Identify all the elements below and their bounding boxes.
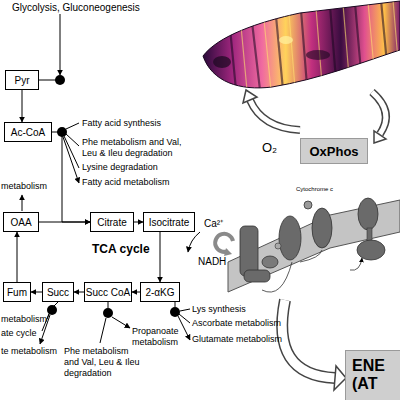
pathway-label: Phe metabolism and Val, Leu & Ileu degra…	[82, 137, 194, 159]
branch-dot	[55, 75, 65, 85]
flow-arrowhead	[374, 131, 386, 143]
flow-arrow-body	[282, 300, 335, 378]
pathway-connector	[132, 292, 140, 293]
node-text: OxPhos	[309, 144, 358, 159]
complex-iv	[312, 208, 332, 248]
pathway-connector	[22, 90, 23, 122]
pathway-connector	[134, 222, 143, 223]
metabolite-box: Ac-CoA	[4, 122, 52, 142]
complex-i	[240, 226, 258, 276]
node-text: 2-αKG	[145, 287, 174, 298]
dark-striation	[230, 0, 387, 90]
bright-spot	[279, 36, 293, 44]
metabolite-box: 2-αKG	[140, 282, 180, 302]
pathway-connector	[74, 292, 84, 293]
pathway-label: ate cycle	[1, 328, 37, 339]
cofactor-label: NADH	[198, 256, 226, 268]
pathway-label: Lys synthesis	[192, 304, 246, 315]
branch-dot	[103, 308, 113, 318]
cytochrome-c	[304, 201, 312, 209]
pathway-label: Phe metabolism and Val, Leu & Ileu degra…	[64, 346, 146, 378]
metabolite-box: Succ CoA	[84, 282, 132, 302]
dark-spot	[306, 50, 330, 60]
leader-arrow	[100, 317, 130, 343]
complex-iii	[279, 216, 301, 260]
atp-synthase-fo	[358, 198, 378, 230]
protein-label: Cytochrome c	[296, 186, 333, 193]
flow-arrow-body	[372, 92, 386, 134]
cycle-arrow	[215, 234, 233, 252]
node-text: OAA	[10, 217, 31, 228]
pathway-label: Fatty acid synthesis	[82, 118, 161, 129]
micrograph-striations	[213, 0, 398, 90]
metabolite-box: Fum	[3, 282, 31, 302]
leader-arrow	[22, 195, 23, 211]
metabolite-box: Citrate	[90, 212, 134, 232]
flow-arrow-outline	[250, 100, 300, 130]
ion-label: Ca²⁺	[204, 218, 223, 230]
flow-arrow-body	[250, 100, 300, 130]
node-text: Citrate	[97, 217, 126, 228]
electron-flow-arrow	[262, 250, 362, 292]
leader-arrow	[178, 309, 190, 340]
pathway-line	[39, 80, 56, 81]
pathway-label: metabolism	[1, 181, 47, 192]
oxygen-label: O₂	[262, 140, 277, 156]
pathway-label: Propanoate metabolism	[132, 326, 190, 348]
calcium-arrow	[188, 232, 200, 252]
node-text: Pyr	[15, 75, 30, 86]
node-text: Succ CoA	[86, 287, 130, 298]
metabolite-box: Succ	[42, 282, 74, 302]
pathway-line	[175, 302, 176, 307]
complex-i-arm	[244, 270, 270, 282]
dark-spot	[213, 56, 231, 68]
cycle-title: TCA cycle	[92, 242, 150, 256]
atp-synthase-f1	[357, 240, 385, 260]
metabolite-box: OAA	[3, 212, 39, 232]
pathway-connector	[39, 222, 90, 223]
flow-arrowhead	[243, 90, 257, 103]
branch-dot	[47, 305, 57, 315]
pathway-connector	[160, 232, 161, 282]
pathway-label: Fatty acid metabolism	[82, 177, 170, 188]
pathway-connector	[31, 292, 42, 293]
pathway-connector	[17, 232, 18, 282]
node-text: ENE (AT	[352, 357, 390, 394]
ubiquinone	[275, 243, 281, 249]
pathway-label: Glycolysis, Gluconeogenesis	[12, 2, 140, 14]
metabolite-box: Pyr	[5, 70, 39, 90]
pathway-label: Ascorbate metabolism	[192, 318, 281, 329]
process-box: OxPhos	[300, 138, 368, 164]
branch-dot	[170, 307, 180, 317]
node-text: Fum	[7, 287, 27, 298]
node-text: Isocitrate	[149, 217, 190, 228]
pathway-label: metabolism	[1, 314, 47, 325]
complex-ii	[262, 256, 278, 268]
bright-striation	[241, 0, 398, 90]
flow-arrow-outline	[282, 300, 335, 378]
pathway-line	[54, 302, 58, 306]
metabolite-box: Isocitrate	[143, 212, 195, 232]
pathway-arrow	[60, 14, 61, 75]
output-box: ENE (AT	[345, 350, 400, 400]
node-text: Ac-CoA	[11, 127, 45, 138]
pathway-label: Glutamate metabolism	[192, 334, 282, 345]
leader-arrow	[63, 123, 79, 183]
flow-arrow-outline	[372, 92, 386, 134]
cycle-arrowhead	[224, 248, 232, 256]
pathway-label: te metabolism	[1, 346, 57, 357]
pathway-line	[108, 302, 109, 308]
pathway-label: Lysine degradation	[82, 162, 158, 173]
node-text: Succ	[47, 287, 69, 298]
